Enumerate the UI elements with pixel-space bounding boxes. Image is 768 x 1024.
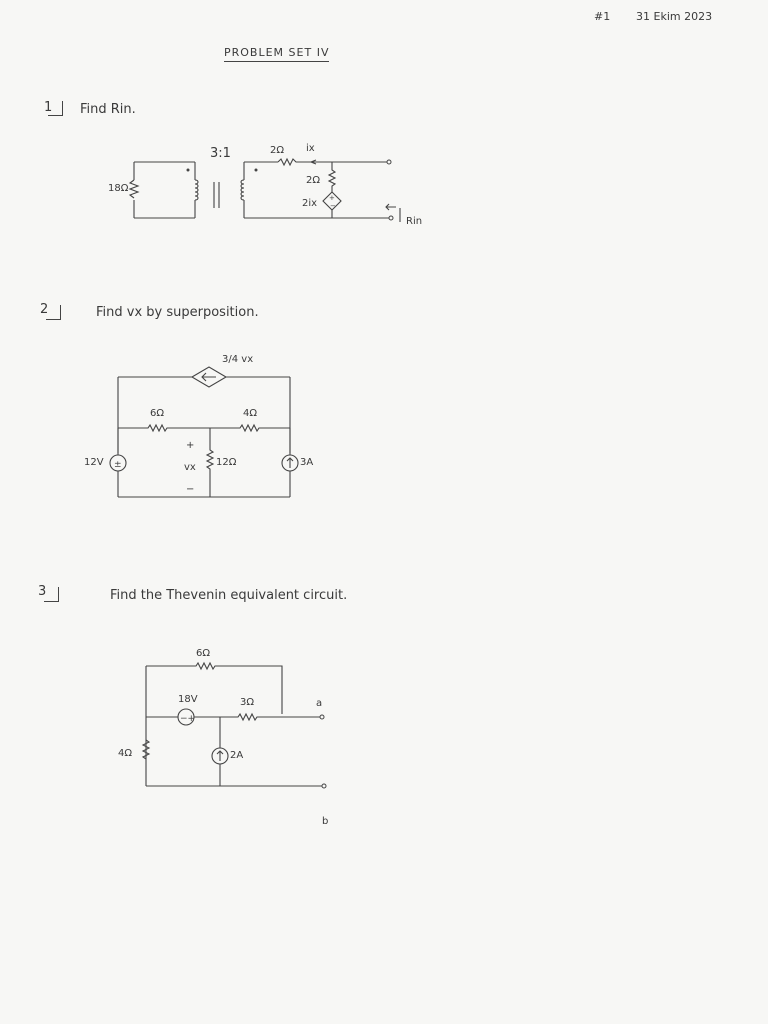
p2-r4: 4Ω: [243, 408, 258, 419]
p1-rin: Rin: [406, 216, 423, 227]
p3-terminal-a: a: [316, 698, 323, 709]
p3-r4: 4Ω: [118, 748, 133, 759]
date: 31 Ekim 2023: [636, 10, 713, 23]
problem-2-number: 2: [40, 302, 49, 317]
p3-v18: 18V: [178, 694, 198, 705]
p2-r12: 12Ω: [216, 457, 237, 468]
p1-r-top: 2Ω: [270, 145, 285, 156]
page-title: PROBLEM SET IV: [224, 46, 330, 62]
p2-i3: 3A: [300, 457, 314, 468]
p2-r6: 6Ω: [150, 408, 165, 419]
problem-3-number-box: [44, 587, 59, 602]
p3-r6: 6Ω: [196, 648, 211, 659]
p1-ix: ix: [306, 143, 315, 154]
p2-minus: −: [186, 484, 195, 495]
p3-terminal-b: b: [322, 816, 329, 827]
p2-plus: +: [186, 440, 195, 451]
p2-vx: vx: [184, 462, 196, 473]
p1-ratio: 3:1: [210, 146, 231, 161]
p2-dep-src: 3/4 vx: [222, 354, 254, 365]
p3-i2: 2A: [230, 750, 244, 761]
p1-r-left: 18Ω: [108, 183, 129, 194]
problem-1-number-box: [48, 101, 63, 116]
p1-r-right: 2Ω: [306, 175, 321, 186]
svg-text:−+: −+: [180, 714, 195, 724]
svg-text:±: ±: [114, 460, 122, 470]
problem-2-number-box: [46, 305, 61, 320]
problem-3-prompt: Find the Thevenin equivalent circuit.: [110, 588, 348, 603]
p3-r3: 3Ω: [240, 697, 255, 708]
problem-3-number: 3: [38, 584, 47, 599]
svg-text:−: −: [330, 202, 336, 210]
p2-v12: 12V: [84, 457, 104, 468]
problem-2-prompt: Find vx by superposition.: [96, 305, 259, 320]
p1-dep-src: 2ix: [302, 198, 318, 209]
problem-1-number: 1: [44, 100, 53, 115]
page-number: #1: [594, 10, 611, 23]
svg-text:+: +: [329, 194, 335, 202]
problem-1-prompt: Find Rin.: [80, 102, 136, 117]
